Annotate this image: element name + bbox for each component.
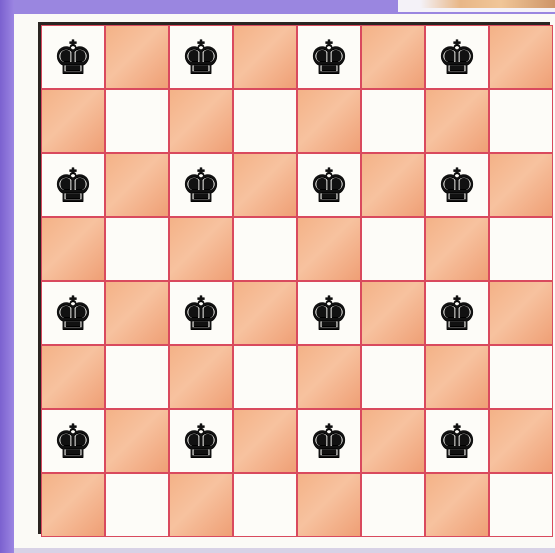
board-square[interactable]: ♚ bbox=[425, 409, 489, 473]
board-square[interactable]: ♚ bbox=[41, 153, 105, 217]
board-square[interactable]: ♚ bbox=[297, 281, 361, 345]
board-square[interactable] bbox=[489, 89, 553, 153]
board-square[interactable] bbox=[41, 345, 105, 409]
black-king-piece[interactable]: ♚ bbox=[180, 162, 221, 208]
board-square[interactable] bbox=[233, 345, 297, 409]
black-king-piece[interactable]: ♚ bbox=[180, 418, 221, 464]
board-square[interactable]: ♚ bbox=[297, 153, 361, 217]
board-square[interactable] bbox=[169, 473, 233, 537]
board-square[interactable] bbox=[169, 217, 233, 281]
board-square[interactable] bbox=[41, 217, 105, 281]
board-square[interactable] bbox=[233, 409, 297, 473]
black-king-piece[interactable]: ♚ bbox=[52, 418, 93, 464]
board-square[interactable] bbox=[105, 25, 169, 89]
board-square[interactable]: ♚ bbox=[169, 153, 233, 217]
black-king-piece[interactable]: ♚ bbox=[436, 34, 477, 80]
black-king-piece[interactable]: ♚ bbox=[436, 290, 477, 336]
slide-left-edge bbox=[0, 0, 14, 553]
board-square[interactable]: ♚ bbox=[169, 25, 233, 89]
board-square[interactable]: ♚ bbox=[297, 25, 361, 89]
board-square[interactable] bbox=[425, 473, 489, 537]
board-square[interactable] bbox=[361, 25, 425, 89]
black-king-piece[interactable]: ♚ bbox=[180, 290, 221, 336]
board-square[interactable] bbox=[233, 25, 297, 89]
black-king-piece[interactable]: ♚ bbox=[308, 290, 349, 336]
board-square[interactable] bbox=[105, 153, 169, 217]
board-square[interactable] bbox=[297, 217, 361, 281]
black-king-piece[interactable]: ♚ bbox=[52, 162, 93, 208]
board-square[interactable] bbox=[361, 345, 425, 409]
board-square[interactable] bbox=[105, 281, 169, 345]
black-king-piece[interactable]: ♚ bbox=[52, 290, 93, 336]
board-square[interactable] bbox=[425, 217, 489, 281]
board-square[interactable]: ♚ bbox=[425, 25, 489, 89]
board-square[interactable] bbox=[105, 217, 169, 281]
board-square[interactable] bbox=[169, 345, 233, 409]
bottom-edge bbox=[14, 548, 555, 553]
board-square[interactable] bbox=[361, 217, 425, 281]
board-square[interactable] bbox=[361, 153, 425, 217]
board-square[interactable]: ♚ bbox=[425, 281, 489, 345]
board-square[interactable] bbox=[297, 345, 361, 409]
board-square[interactable] bbox=[361, 281, 425, 345]
board-square[interactable]: ♚ bbox=[169, 409, 233, 473]
chess-board: ♚ ♚ ♚ ♚ ♚ ♚ ♚ ♚ ♚ ♚ ♚ ♚ ♚ ♚ ♚ ♚ bbox=[38, 22, 550, 534]
board-square[interactable]: ♚ bbox=[41, 25, 105, 89]
board-square[interactable] bbox=[233, 473, 297, 537]
board-square[interactable] bbox=[169, 89, 233, 153]
board-square[interactable] bbox=[41, 473, 105, 537]
board-square[interactable]: ♚ bbox=[297, 409, 361, 473]
board-square[interactable] bbox=[41, 89, 105, 153]
black-king-piece[interactable]: ♚ bbox=[52, 34, 93, 80]
board-square[interactable] bbox=[361, 473, 425, 537]
board-square[interactable]: ♚ bbox=[169, 281, 233, 345]
board-square[interactable] bbox=[105, 473, 169, 537]
board-square[interactable] bbox=[425, 345, 489, 409]
board-square[interactable] bbox=[297, 89, 361, 153]
board-square[interactable] bbox=[105, 409, 169, 473]
black-king-piece[interactable]: ♚ bbox=[436, 162, 477, 208]
board-square[interactable] bbox=[489, 345, 553, 409]
board-square[interactable] bbox=[105, 345, 169, 409]
board-square[interactable] bbox=[297, 473, 361, 537]
board-square[interactable]: ♚ bbox=[425, 153, 489, 217]
board-square[interactable] bbox=[233, 217, 297, 281]
board-square[interactable] bbox=[489, 25, 553, 89]
black-king-piece[interactable]: ♚ bbox=[308, 162, 349, 208]
board-square[interactable] bbox=[489, 473, 553, 537]
board-square[interactable] bbox=[105, 89, 169, 153]
board-square[interactable] bbox=[233, 153, 297, 217]
black-king-piece[interactable]: ♚ bbox=[180, 34, 221, 80]
board-square[interactable] bbox=[489, 217, 553, 281]
board-square[interactable] bbox=[489, 409, 553, 473]
black-king-piece[interactable]: ♚ bbox=[308, 34, 349, 80]
board-square[interactable] bbox=[233, 89, 297, 153]
board-square[interactable]: ♚ bbox=[41, 409, 105, 473]
black-king-piece[interactable]: ♚ bbox=[308, 418, 349, 464]
board-square[interactable] bbox=[361, 89, 425, 153]
board-square[interactable]: ♚ bbox=[41, 281, 105, 345]
board-square[interactable] bbox=[489, 281, 553, 345]
black-king-piece[interactable]: ♚ bbox=[436, 418, 477, 464]
board-square[interactable] bbox=[233, 281, 297, 345]
board-square[interactable] bbox=[361, 409, 425, 473]
board-square[interactable] bbox=[425, 89, 489, 153]
top-right-image-fragment bbox=[420, 0, 555, 8]
board-square[interactable] bbox=[489, 153, 553, 217]
